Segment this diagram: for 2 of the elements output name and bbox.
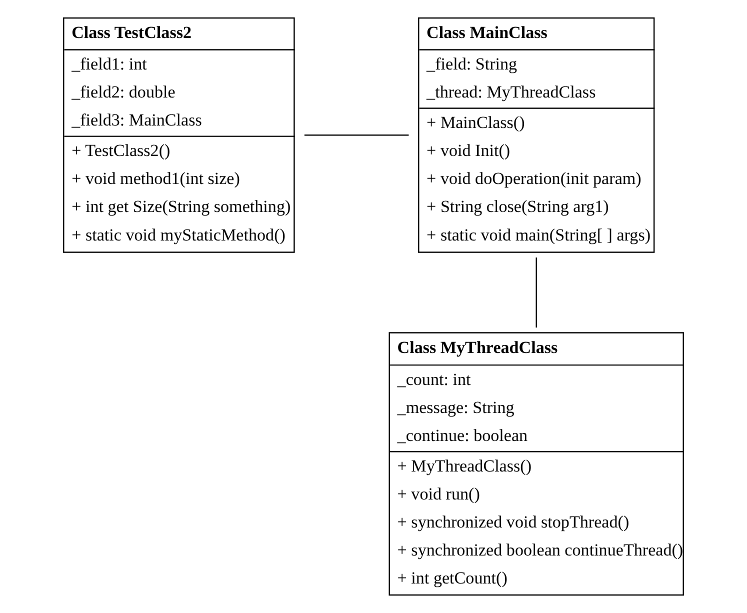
connector	[536, 258, 537, 328]
connector	[304, 134, 409, 136]
